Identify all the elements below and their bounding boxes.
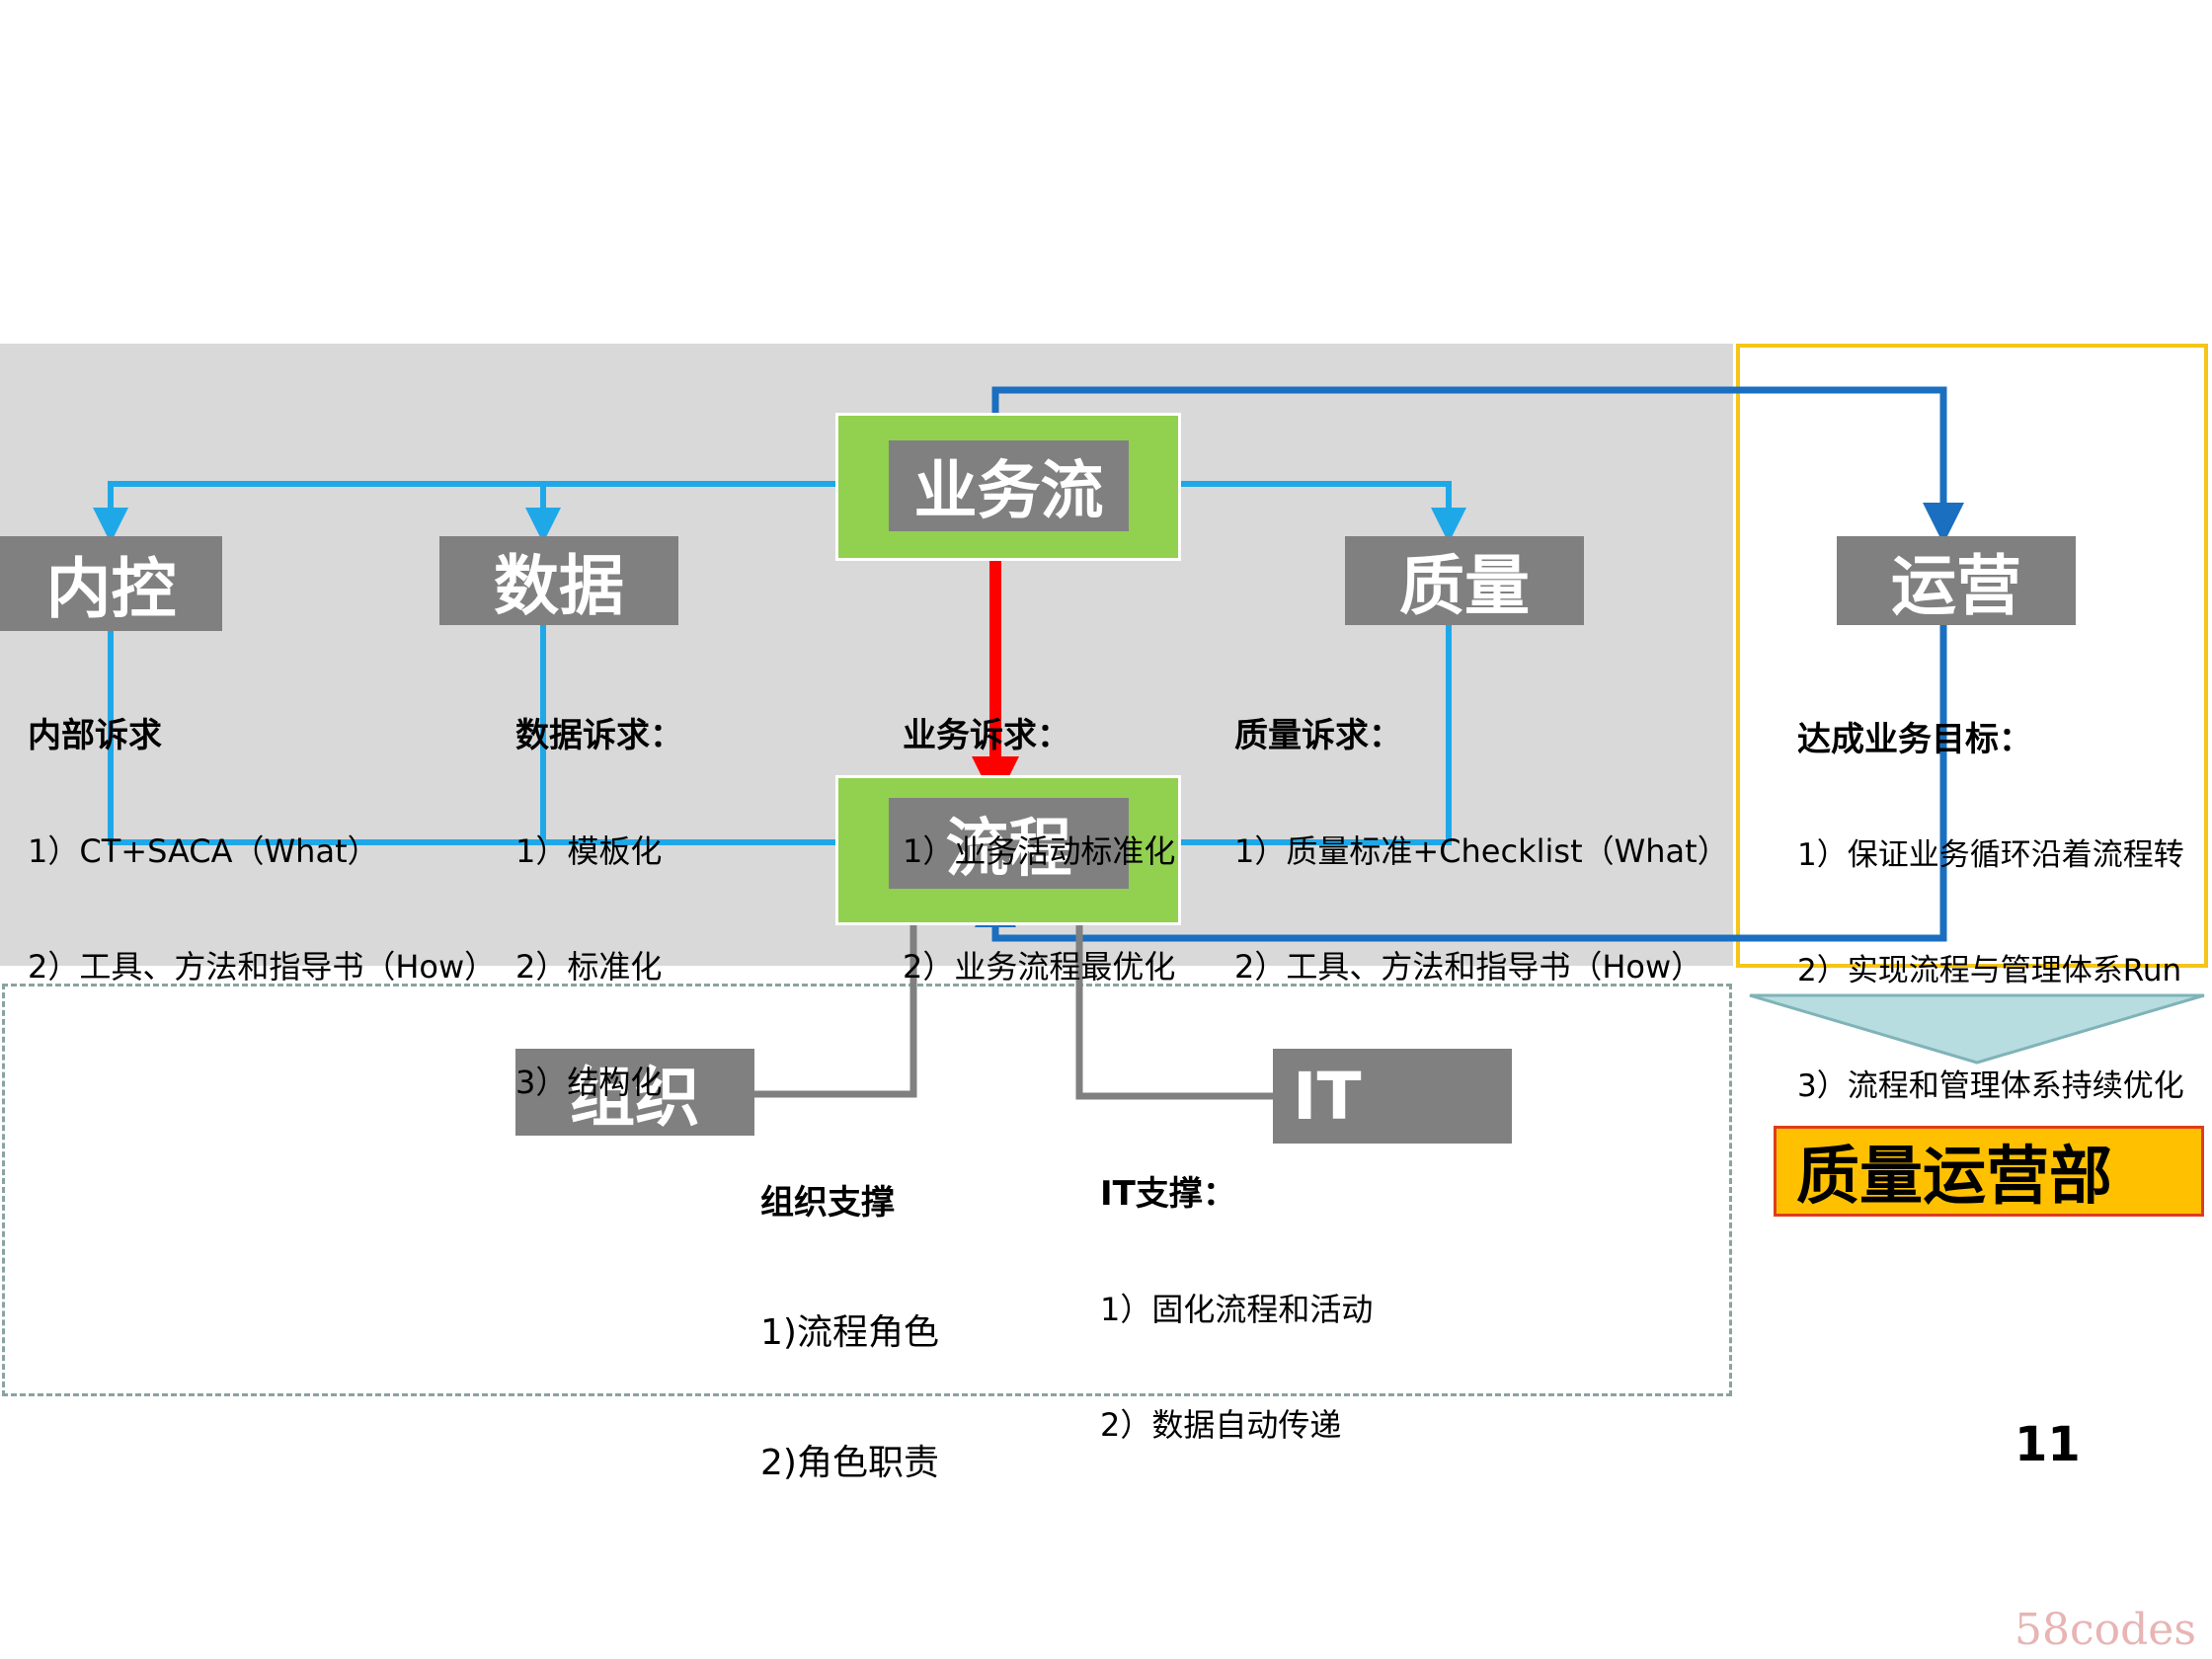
org-support-arrow [752, 881, 931, 1098]
internal-requirements: 内部诉求 1）CT+SACA（What） 2）工具、方法和指导书（How） [28, 640, 496, 1025]
node-operation: 运营 [1837, 536, 2076, 625]
business-req-item: 2）业务流程最优化 [903, 948, 1176, 986]
data-requirements: 数据诉求： 1）模板化 2）标准化 3）结构化 [515, 640, 683, 1141]
business-requirements: 业务诉求： 1）业务活动标准化 2）业务流程最优化 [903, 640, 1175, 1025]
support-area [2, 984, 1732, 1396]
it-support-item: 2）数据自动传递 [1100, 1406, 1342, 1444]
node-it: IT [1273, 1049, 1512, 1144]
flow-to-quality-arrow [1128, 481, 1466, 543]
quality-to-process-arrow [1108, 624, 1452, 860]
quality-req-item: 1）质量标准+Checklist（What） [1234, 832, 1729, 870]
node-quality: 质量 [1345, 536, 1584, 625]
org-support-title: 组织支撑 [760, 1183, 895, 1223]
operation-goals: 达成业务目标： 1）保证业务循环沿着流程转 2）实现流程与管理体系Run 3）流… [1797, 644, 2184, 1145]
it-support-title: IT支撑： [1100, 1174, 1236, 1214]
operation-goals-title: 达成业务目标： [1797, 720, 2032, 759]
quality-operation-dept-label: 质量运营部 [1774, 1126, 2204, 1217]
data-req-item: 3）结构化 [515, 1064, 663, 1101]
internal-to-process-arrow [108, 624, 543, 845]
node-process: 流程 [889, 798, 1129, 889]
org-support-item: 2)角色职责 [760, 1443, 939, 1483]
node-internal-control: 内控 [0, 536, 222, 631]
data-req-item: 2）标准化 [515, 948, 663, 986]
data-req-title: 数据诉求： [515, 716, 683, 755]
quality-req-title: 质量诉求： [1234, 716, 1402, 755]
operation-loop-arrow [991, 386, 1947, 942]
it-support-arrow [1062, 881, 1274, 1100]
data-to-process-arrow [540, 624, 887, 860]
internal-req-title: 内部诉求 [28, 716, 162, 755]
business-req-item: 1）业务活动标准化 [903, 832, 1176, 870]
data-req-item: 1）模板化 [515, 832, 663, 870]
org-support-text: 组织支撑 1)流程角色 2)角色职责 [760, 1094, 939, 1529]
business-req-title: 业务诉求： [903, 716, 1070, 755]
operation-goal-item: 2）实现流程与管理体系Run [1797, 953, 2182, 988]
operation-goal-item: 3）流程和管理体系持续优化 [1797, 1068, 2184, 1104]
operation-frame [1736, 344, 2208, 968]
internal-req-item: 1）CT+SACA（What） [28, 832, 379, 870]
internal-req-item: 2）工具、方法和指导书（How） [28, 948, 497, 986]
operation-goal-item: 1）保证业务循环沿着流程转 [1797, 837, 2184, 873]
flow-to-internal-arrow [93, 481, 889, 543]
quality-requirements: 质量诉求： 1）质量标准+Checklist（What） 2）工具、方法和指导书… [1234, 640, 1729, 1025]
node-business-flow: 业务流 [889, 440, 1129, 531]
page-number: 11 [2014, 1417, 2081, 1472]
it-support-item: 1）固化流程和活动 [1100, 1291, 1374, 1328]
quality-req-item: 2）工具、方法和指导书（How） [1234, 948, 1703, 986]
org-support-item: 1)流程角色 [760, 1312, 939, 1353]
node-organization: 组织 [515, 1049, 754, 1136]
it-support-text: IT支撑： 1）固化流程和活动 2）数据自动传递 [1100, 1098, 1373, 1483]
funnel-triangle [1749, 993, 2205, 1065]
node-data: 数据 [439, 536, 678, 625]
watermark-text: 58codes [2014, 1605, 2196, 1655]
